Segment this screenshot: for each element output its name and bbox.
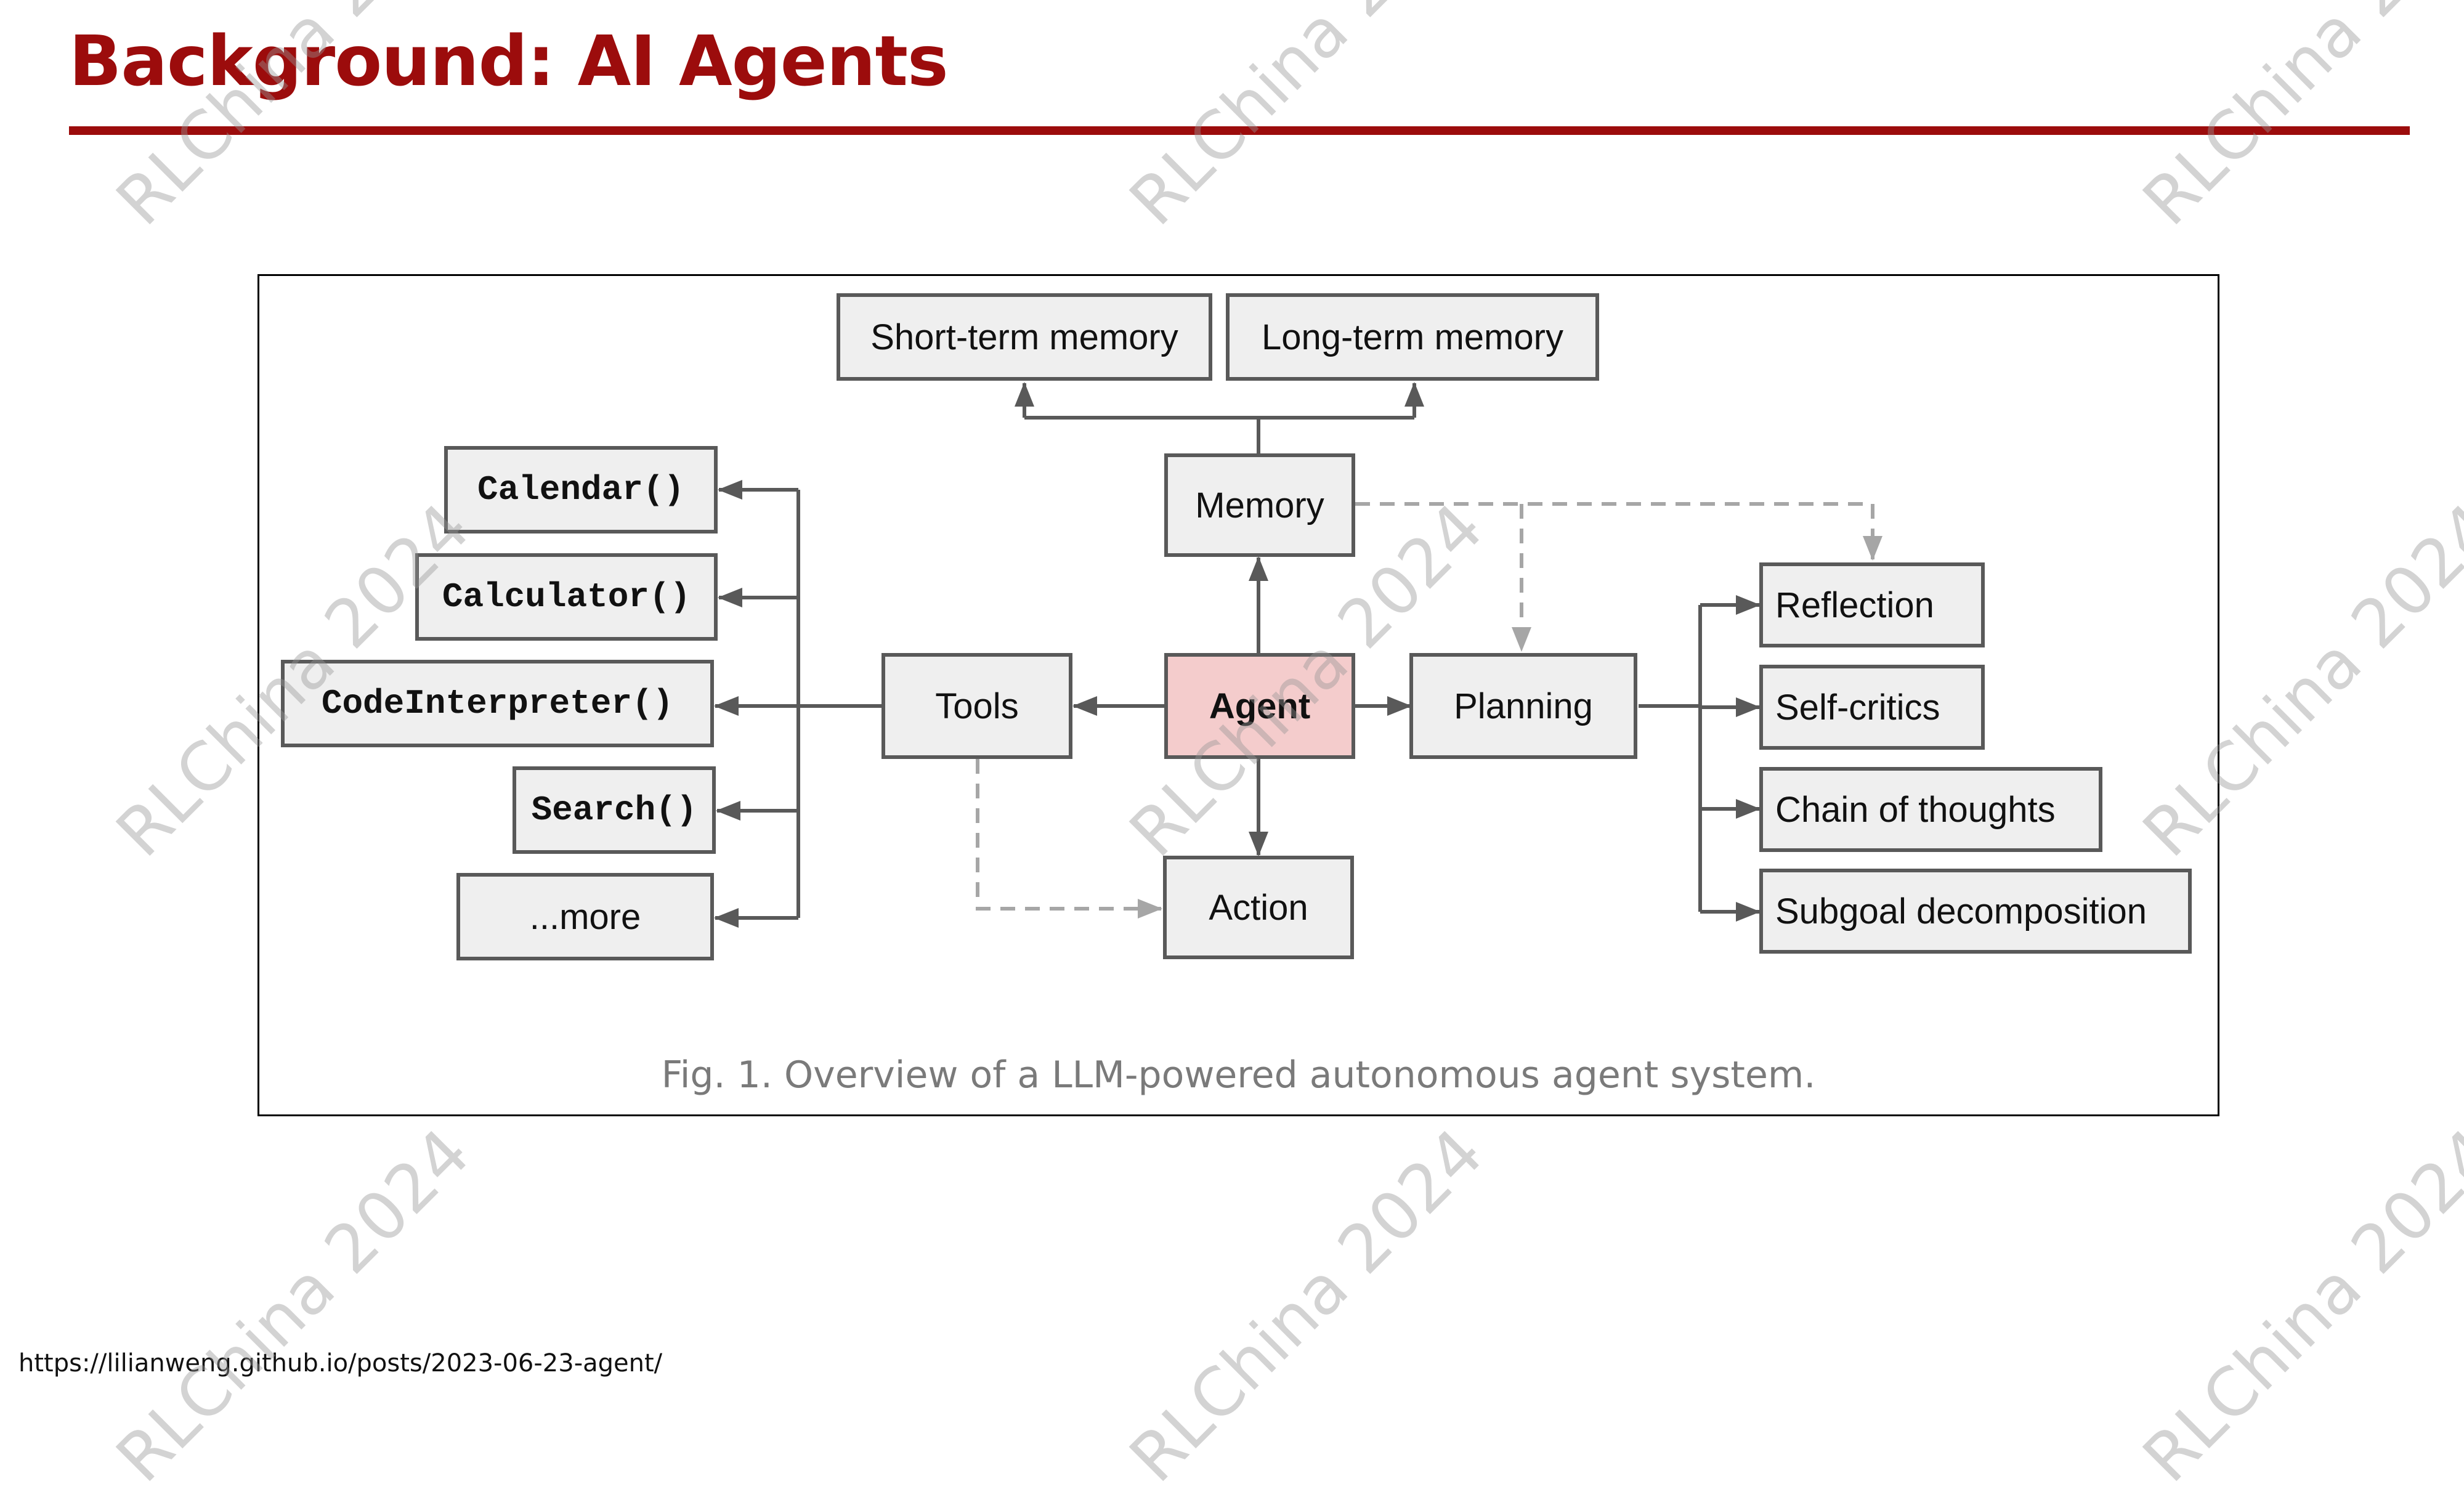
title-divider bbox=[69, 126, 2410, 135]
node-chain-of-thoughts: Chain of thoughts bbox=[1759, 767, 2102, 852]
node-subgoal-decomposition: Subgoal decomposition bbox=[1759, 869, 2192, 954]
node-memory: Memory bbox=[1164, 453, 1355, 557]
edge-tools-action-dashed bbox=[976, 759, 1162, 919]
node-agent: Agent bbox=[1164, 653, 1355, 759]
node-more: ...more bbox=[456, 873, 714, 960]
node-planning: Planning bbox=[1409, 653, 1637, 759]
solid-edges bbox=[714, 382, 1761, 928]
diagram-connectors bbox=[714, 382, 1882, 928]
node-long-term-memory: Long-term memory bbox=[1226, 293, 1599, 381]
node-search: Search() bbox=[513, 766, 716, 854]
node-tools: Tools bbox=[881, 653, 1072, 759]
node-short-term-memory: Short-term memory bbox=[837, 293, 1212, 381]
slide-title: Background: AI Agents bbox=[69, 22, 949, 102]
node-calculator: Calculator() bbox=[415, 553, 718, 641]
node-reflection: Reflection bbox=[1759, 562, 1985, 647]
node-code-interpreter: CodeInterpreter() bbox=[281, 660, 714, 747]
node-action: Action bbox=[1163, 856, 1354, 959]
figure-caption: Fig. 1. Overview of a LLM-powered autono… bbox=[661, 1053, 1816, 1097]
slide: Background: AI Agents bbox=[18, 0, 2464, 1497]
dashed-edges bbox=[976, 502, 1882, 919]
node-self-critics: Self-critics bbox=[1759, 665, 1985, 750]
source-link[interactable]: https://lilianweng.github.io/posts/2023-… bbox=[18, 1349, 663, 1377]
node-calendar: Calendar() bbox=[444, 446, 718, 533]
